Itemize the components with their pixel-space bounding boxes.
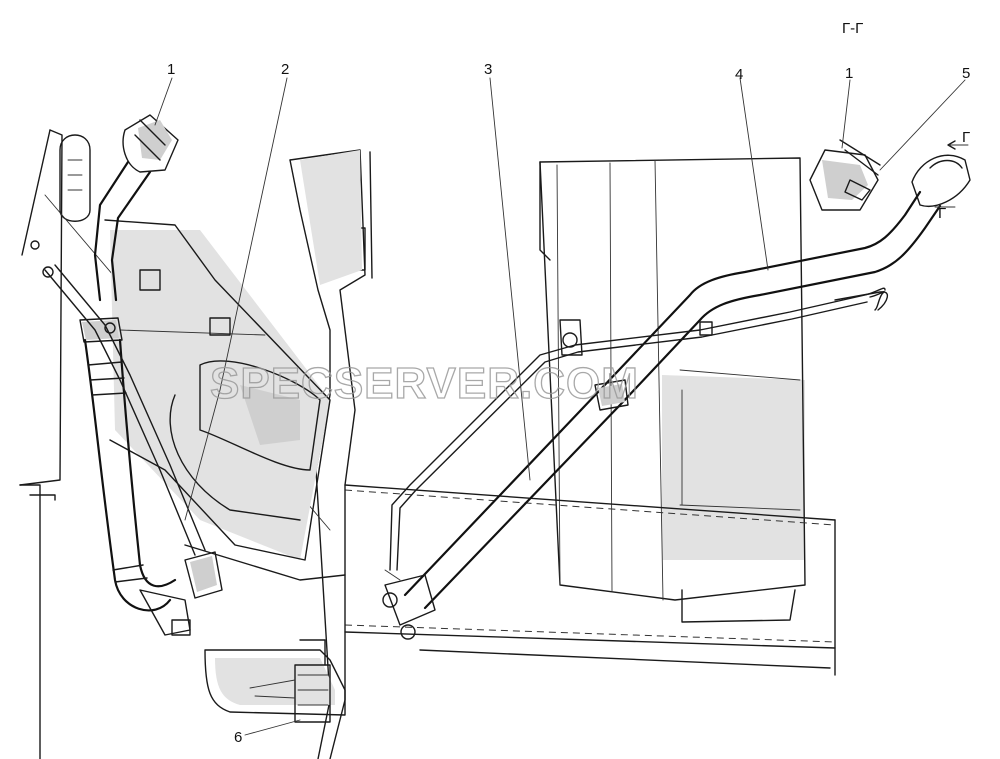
lower-bracket: [204, 639, 346, 723]
section-title: Г-Г: [842, 20, 863, 37]
callout-3: 3: [484, 61, 492, 78]
frame-rail: [344, 484, 836, 676]
section-mark-top: Г: [962, 129, 970, 146]
left-fuel-tank: [104, 219, 346, 581]
section-arrows: [934, 140, 969, 208]
callout-2: 2: [281, 61, 289, 78]
left-vent-line: [42, 264, 223, 599]
leader-lines: [154, 77, 966, 736]
cap-detail: [809, 139, 881, 211]
callout-5: 5: [962, 65, 970, 82]
callout-4: 4: [735, 66, 743, 83]
vent-tube: [384, 287, 888, 581]
section-mark-bottom: Г: [938, 205, 946, 222]
left-filler-neck: [93, 114, 179, 302]
main-filler-pipe: [382, 154, 971, 640]
watermark: SPECSERVER.COM: [210, 359, 639, 408]
cab-panel: [289, 149, 373, 759]
callout-6: 6: [234, 729, 242, 746]
callout-1-left: 1: [167, 61, 175, 78]
callout-1-right: 1: [845, 65, 853, 82]
fuel-tank: [539, 157, 806, 623]
